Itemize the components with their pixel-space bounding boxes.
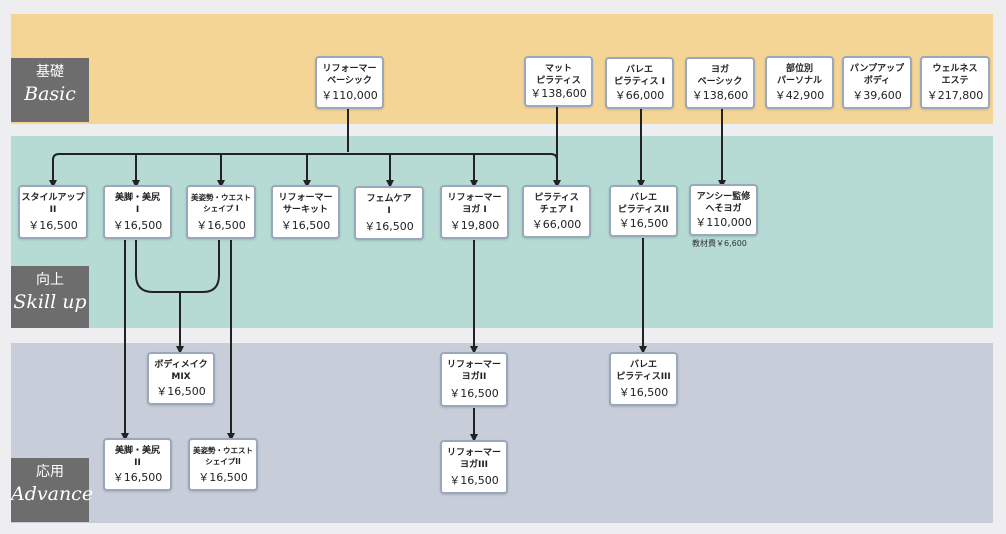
course-price: ￥16,500 xyxy=(280,219,331,232)
course-name: 美姿勢・ウエスト シェイプ I xyxy=(191,193,251,213)
course-card-bikyaku-2[interactable]: 美脚・美尻 II ￥16,500 xyxy=(103,438,172,491)
level-label-en: Skill up xyxy=(13,291,87,313)
course-price: ￥19,800 xyxy=(449,219,500,232)
connector-merge-bodymake xyxy=(135,240,220,293)
course-price: ￥16,500 xyxy=(196,219,246,232)
course-card-femcare-1[interactable]: フェムケア I ￥16,500 xyxy=(354,186,424,240)
course-card-bikyaku-1[interactable]: 美脚・美尻 I ￥16,500 xyxy=(103,185,172,239)
course-price: ￥16,500 xyxy=(198,471,248,484)
course-card-reformer-circuit[interactable]: リフォーマー サーキット ￥16,500 xyxy=(271,185,340,239)
course-card-reformer-yoga-2[interactable]: リフォーマー ヨガII ￥16,500 xyxy=(440,352,508,407)
course-name: パンプアップ ボディ xyxy=(849,64,905,86)
course-name: バレエ ピラティスIII xyxy=(616,360,671,382)
course-name: リフォーマー ヨガ I xyxy=(447,193,502,215)
course-price: ￥16,500 xyxy=(112,471,163,484)
level-label-skillup: 向上 Skill up xyxy=(11,266,89,328)
level-label-jp: 向上 xyxy=(36,272,64,288)
course-price: ￥138,600 xyxy=(691,89,749,102)
course-name: 部位別 パーソナル xyxy=(776,64,822,86)
course-name: 美脚・美尻 I xyxy=(114,193,160,215)
course-card-ballet-pilates-3[interactable]: バレエ ピラティスIII ￥16,500 xyxy=(609,352,678,406)
course-card-ballet-pilates-2[interactable]: バレエ ピラティスII ￥16,500 xyxy=(609,185,678,237)
level-label-basic: 基礎 Basic xyxy=(11,58,89,122)
level-label-jp: 応用 xyxy=(36,464,64,480)
course-price: ￥16,500 xyxy=(364,220,414,233)
level-label-advance: 応用 Advance xyxy=(11,458,94,522)
course-price: ￥16,500 xyxy=(156,385,206,398)
course-card-yoga-basic[interactable]: ヨガ ベーシック ￥138,600 xyxy=(685,57,755,109)
course-price: ￥16,500 xyxy=(618,386,669,399)
course-card-posture-1[interactable]: 美姿勢・ウエスト シェイプ I ￥16,500 xyxy=(186,185,256,239)
course-price: ￥16,500 xyxy=(449,387,499,400)
course-name: ピラティス チェア I xyxy=(534,193,579,215)
material-fee-note: 教材費￥6,600 xyxy=(692,239,747,248)
course-name: バレエ ピラティスII xyxy=(617,193,670,215)
course-card-wellness-esthe[interactable]: ウェルネス エステ ￥217,800 xyxy=(920,56,990,109)
course-name: 美脚・美尻 II xyxy=(114,446,160,468)
course-name: バレエ ピラティス I xyxy=(614,65,665,87)
course-price: ￥110,000 xyxy=(321,89,378,102)
course-name: スタイルアップ II xyxy=(21,193,85,215)
course-price: ￥16,500 xyxy=(618,217,669,230)
course-name: リフォーマー ヨガIII xyxy=(446,448,501,470)
course-card-style-up-2[interactable]: スタイルアップ II ￥16,500 xyxy=(18,185,88,239)
level-label-jp: 基礎 xyxy=(36,64,64,80)
course-card-reformer-basic[interactable]: リフォーマー ベーシック ￥110,000 xyxy=(315,56,384,109)
course-card-pilates-chair-1[interactable]: ピラティス チェア I ￥66,000 xyxy=(522,185,591,238)
course-price: ￥16,500 xyxy=(112,219,163,232)
level-label-en: Advance xyxy=(11,483,94,505)
course-name: マット ピラティス xyxy=(536,64,581,86)
course-price: ￥39,600 xyxy=(852,89,902,102)
course-card-posture-2[interactable]: 美姿勢・ウエスト シェイプII ￥16,500 xyxy=(188,438,258,491)
course-price: ￥66,000 xyxy=(531,218,582,231)
course-name: フェムケア I xyxy=(366,194,412,216)
course-price: ￥66,000 xyxy=(614,89,665,102)
course-price: ￥42,900 xyxy=(774,89,825,102)
course-name: ウェルネス エステ xyxy=(932,64,978,86)
level-label-en: Basic xyxy=(24,83,76,105)
course-card-mat-pilates[interactable]: マット ピラティス ￥138,600 xyxy=(524,56,593,107)
course-card-anshi-hesoyoga[interactable]: アンシー監修 へそヨガ ￥110,000 xyxy=(689,184,758,236)
course-card-pumpup-body[interactable]: パンプアップ ボディ ￥39,600 xyxy=(842,56,912,109)
course-price: ￥16,500 xyxy=(449,474,499,487)
course-card-part-personal[interactable]: 部位別 パーソナル ￥42,900 xyxy=(765,56,834,109)
connector-bus xyxy=(52,153,558,161)
course-price: ￥16,500 xyxy=(28,219,78,232)
course-name: リフォーマー ヨガII xyxy=(446,360,501,382)
course-price: ￥138,600 xyxy=(530,87,587,100)
course-name: ヨガ ベーシック xyxy=(697,65,743,87)
course-card-bodymake-mix[interactable]: ボディメイク MIX ￥16,500 xyxy=(147,352,215,405)
course-price: ￥110,000 xyxy=(695,216,752,229)
course-name: リフォーマー ベーシック xyxy=(322,64,377,86)
course-card-ballet-pilates-1[interactable]: バレエ ピラティス I ￥66,000 xyxy=(605,57,674,109)
course-price: ￥217,800 xyxy=(926,89,984,102)
course-name: アンシー監修 へそヨガ xyxy=(696,192,751,214)
course-card-reformer-yoga-1[interactable]: リフォーマー ヨガ I ￥19,800 xyxy=(440,185,509,239)
course-name: 美姿勢・ウエスト シェイプII xyxy=(193,446,253,466)
course-name: リフォーマー サーキット xyxy=(278,193,333,215)
course-name: ボディメイク MIX xyxy=(154,360,208,382)
course-card-reformer-yoga-3[interactable]: リフォーマー ヨガIII ￥16,500 xyxy=(440,440,508,494)
